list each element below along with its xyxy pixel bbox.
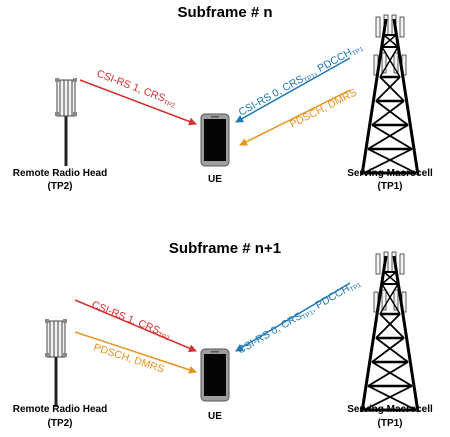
- macrocell-tower-icon: [360, 250, 420, 414]
- macrocell-label-tp: (TP1): [378, 181, 403, 192]
- arrow-macro-ctrl-to-ue: [235, 282, 351, 352]
- panel-subframe-n-plus-1: Subframe # n+1 Remote Radio Head (TP2) U…: [13, 240, 433, 429]
- rrh-label-tp: (TP2): [48, 418, 73, 429]
- ue-label: UE: [208, 411, 222, 422]
- arrow-macro-ctrl-to-ue: [235, 57, 351, 123]
- macrocell-label: Serving Macrocell: [347, 404, 433, 415]
- ue-phone-icon: [200, 348, 230, 402]
- rrh-label-tp: (TP2): [48, 181, 73, 192]
- remote-radio-head-icon: [54, 77, 78, 167]
- arrow-rrh-to-ue: [79, 79, 197, 126]
- signal-label-macro-ctrl: CSI-RS 0, CRSTP1, PDCCHTP1: [237, 40, 366, 119]
- signal-label-macro-data: PDSCH, DMRS: [288, 87, 359, 131]
- macrocell-label-tp: (TP1): [378, 418, 403, 429]
- panel-title: Subframe # n+1: [169, 240, 281, 257]
- rrh-label: Remote Radio Head: [13, 168, 107, 179]
- rrh-label: Remote Radio Head: [13, 404, 107, 415]
- signal-label-macro-ctrl: CSI-RS 0, CRSTP1, PDCCHTP1: [236, 276, 364, 357]
- macrocell-label: Serving Macrocell: [347, 168, 433, 179]
- panel-title: Subframe # n: [177, 4, 272, 21]
- signal-label-rrh: CSI-RS 1, CRSTP2: [95, 68, 179, 110]
- arrow-rrh-ctrl-to-ue: [74, 299, 197, 352]
- arrow-rrh-data-to-ue: [74, 331, 197, 374]
- ue-phone-icon: [200, 113, 230, 167]
- remote-radio-head-icon: [44, 318, 68, 408]
- panel-subframe-n: Subframe # n Remote Radio Head (TP2) UE …: [13, 4, 433, 192]
- signal-label-rrh: CSI-RS 1, CRSTP2: [90, 299, 173, 343]
- ue-label: UE: [208, 174, 222, 185]
- macrocell-tower-icon: [360, 13, 420, 177]
- arrow-macro-data-to-ue: [239, 89, 351, 146]
